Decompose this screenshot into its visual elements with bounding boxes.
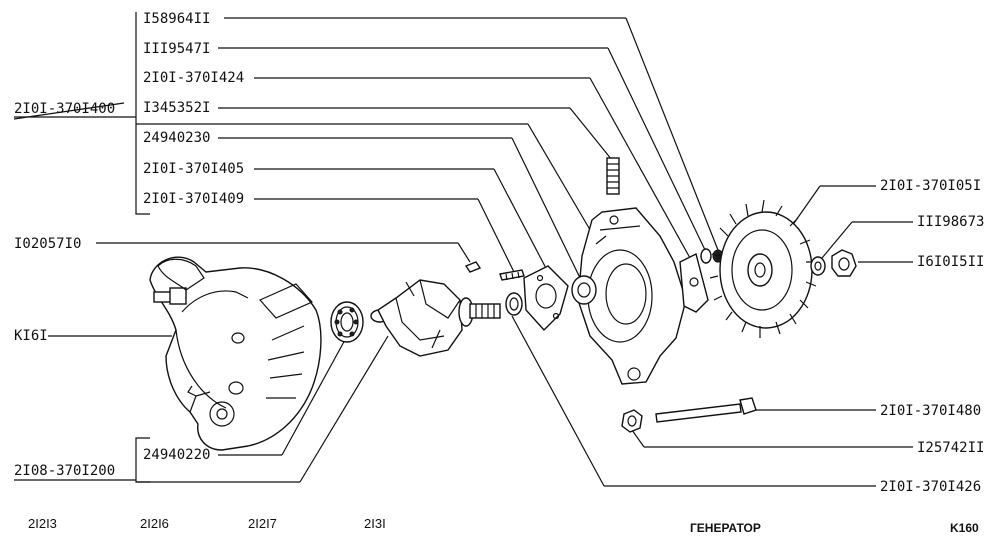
- assembly-top-label: 2I0I-370I400: [14, 101, 115, 117]
- label-16101511: I6I0I5II: [917, 254, 984, 270]
- footer-code-2: 2I2I6: [140, 516, 169, 531]
- bolt-nut-drawing: [621, 409, 643, 433]
- footer-code-4: 2I3I: [364, 516, 386, 531]
- label-10205710: I02057I0: [14, 236, 81, 252]
- label-15896411: I58964II: [143, 11, 210, 27]
- generator-assembly-drawing: [149, 256, 322, 451]
- rotor-drawing: [370, 279, 501, 357]
- label-1119547: III9547I: [143, 41, 210, 57]
- drive-end-housing-drawing: [571, 207, 709, 385]
- footer-code-1: 2I2I3: [28, 516, 57, 531]
- label-2101-3701426: 2I0I-370I426: [880, 479, 981, 495]
- screw-part-drawing: [499, 269, 525, 281]
- label-2101-3701409: 2I0I-370I409: [143, 191, 244, 207]
- spring-washer-drawing: [810, 256, 826, 276]
- label-24940220: 24940220: [143, 447, 210, 463]
- fan-pulley-drawing: [709, 199, 817, 338]
- label-11198673: III98673: [917, 214, 984, 230]
- label-13453521: I345352I: [143, 100, 210, 116]
- assembly-top-bracket: [14, 12, 150, 215]
- label-2101-3701405: 2I0I-370I405: [143, 161, 244, 177]
- strike-through-line: [13, 102, 125, 120]
- label-k161: KI6I: [14, 328, 48, 344]
- label-2101-3701480: 2I0I-370I480: [880, 403, 981, 419]
- bearing-cover-plate-drawing: [523, 265, 569, 332]
- long-bolt-drawing: [655, 397, 757, 423]
- pulley-nut-drawing: [831, 249, 857, 277]
- bearing-drawing: [330, 301, 364, 343]
- label-12574211: I25742II: [917, 440, 984, 456]
- assembly-bottom-label: 2I08-370I200: [14, 463, 115, 479]
- label-2101-3701424: 2I0I-370I424: [143, 70, 244, 86]
- stud-drawing: [606, 157, 620, 195]
- label-24940230: 24940230: [143, 130, 210, 146]
- key-part-drawing: [464, 261, 482, 273]
- spacer-ring-drawing: [505, 292, 523, 316]
- page-title: ГЕНЕРАТОР: [690, 521, 761, 535]
- page-number: K160: [950, 521, 979, 535]
- label-2101-3701051: 2I0I-370I05I: [880, 178, 981, 194]
- footer-code-3: 2I2I7: [248, 516, 277, 531]
